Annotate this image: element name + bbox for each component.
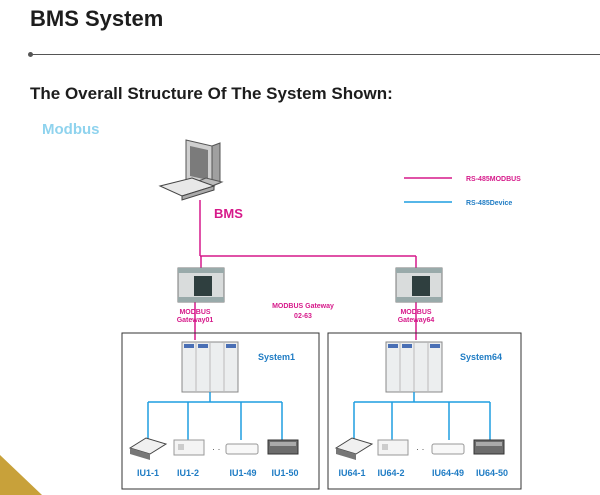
indoor-unit-label: IU1-2 — [177, 468, 199, 478]
protocol-label: Modbus — [42, 121, 100, 138]
bms-label: BMS — [214, 206, 243, 221]
indoor-unit-duct-icon — [473, 439, 505, 455]
system64-box — [327, 332, 522, 490]
indoor-unit-duct-icon — [267, 439, 299, 455]
page-title: BMS System — [30, 6, 164, 31]
gateway-device-left-icon — [177, 267, 225, 303]
device-bus-system1 — [147, 392, 283, 440]
indoor-unit-label: IU64-50 — [476, 468, 508, 478]
system1-label: System1 — [258, 352, 295, 362]
legend-modbus-label: RS-485MODBUS — [466, 176, 521, 183]
gateway-left-label-line1: MODBUS — [179, 309, 210, 316]
legend-device-label: RS-485Device — [466, 200, 512, 207]
divider — [30, 54, 600, 55]
indoor-unit-cassette-icon — [128, 437, 168, 460]
gateway-right-label-line1: MODBUS — [400, 309, 431, 316]
indoor-unit-label: IU64-49 — [432, 468, 464, 478]
bms-computer-icon — [158, 139, 224, 201]
indoor-unit-console-icon — [173, 439, 205, 456]
indoor-unit-wall-icon — [225, 443, 259, 455]
system1-box — [121, 332, 320, 490]
section-heading: The Overall Structure Of The System Show… — [30, 84, 393, 103]
corner-decoration — [0, 455, 42, 495]
indoor-unit-cassette-icon — [334, 437, 374, 460]
indoor-unit-console-icon — [377, 439, 409, 456]
indoor-unit-label: IU1-1 — [137, 468, 159, 478]
indoor-unit-label: IU1-50 — [271, 468, 298, 478]
gateway-device-right-icon — [395, 267, 443, 303]
legend: RS-485MODBUS RS-485Device — [404, 176, 521, 207]
indoor-unit-label: IU64-2 — [377, 468, 404, 478]
device-bus-system64 — [353, 392, 491, 440]
ellipsis-icon: · · — [416, 444, 425, 454]
indoor-unit-label: IU64-1 — [338, 468, 365, 478]
outdoor-unit-system1-icon — [181, 341, 239, 393]
system64-label: System64 — [460, 352, 502, 362]
outdoor-unit-system64-icon — [385, 341, 443, 393]
gateway-middle-label-line2: 02-63 — [294, 313, 312, 320]
indoor-unit-wall-icon — [431, 443, 465, 455]
ellipsis-icon: · · — [212, 444, 221, 454]
gateway-right-label-line2: Gateway64 — [398, 317, 435, 324]
gateway-middle-label-line1: MODBUS Gateway — [272, 303, 334, 310]
indoor-unit-label: IU1-49 — [229, 468, 256, 478]
gateway-left-label-line2: Gateway01 — [177, 317, 214, 324]
